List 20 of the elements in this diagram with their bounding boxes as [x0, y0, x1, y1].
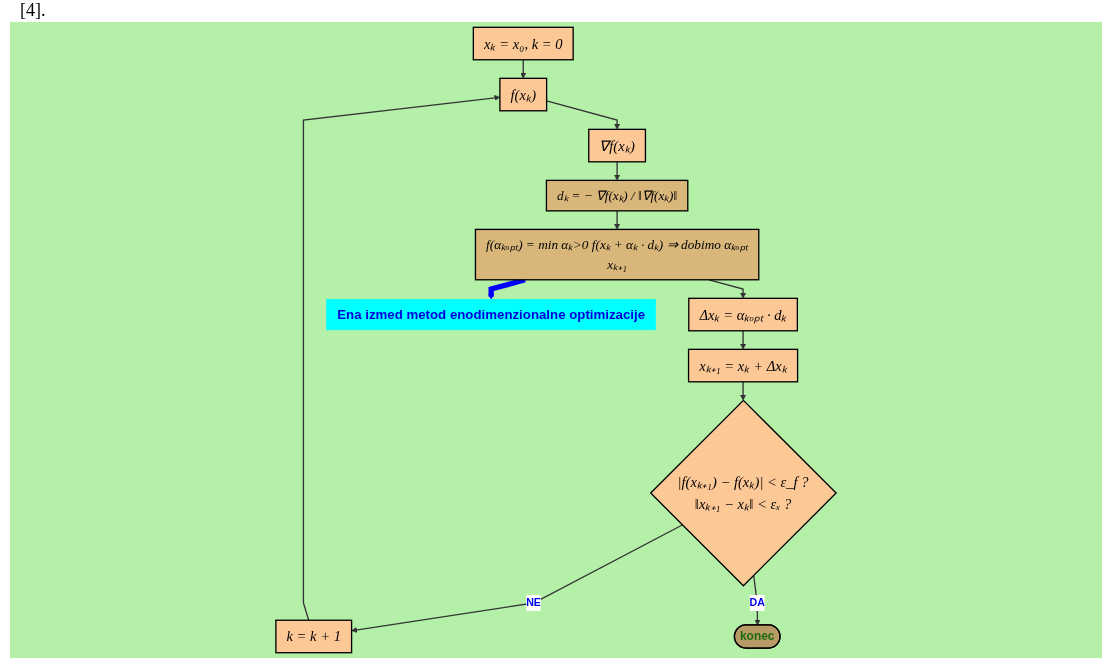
node-box: dₖ = − ∇f(xₖ) / ‖∇f(xₖ)‖	[545, 179, 689, 212]
node-box: k = k + 1	[275, 619, 353, 654]
arrow	[740, 381, 746, 401]
reference-note: [4].	[20, 0, 46, 21]
node-box: ∇f(xₖ)	[588, 128, 647, 163]
node-diamond: |f(xₖ₊₁) − f(xₖ)| < ε_f ? ‖xₖ₊₁ − xₖ‖ < εₓ ?	[649, 399, 838, 587]
edge-label: NE	[526, 597, 541, 609]
arrow	[614, 210, 620, 230]
node-box: xₖ₊₁ = xₖ + Δxₖ	[687, 348, 799, 383]
node-box: Δxₖ = αₖₒₚₜ · dₖ	[688, 297, 799, 332]
arrow	[740, 330, 746, 350]
node-box: xₖ = x₀, k = 0	[472, 26, 574, 61]
edge-label: DA	[749, 597, 765, 609]
node-box: f(xₖ)	[499, 77, 548, 112]
arrow	[351, 524, 683, 633]
arrow	[520, 59, 527, 79]
node-box: f(αₖₒₚₜ) = min αₖ>0 f(xₖ + αₖ · dₖ) ⇒ dobimo αₖₒₚₜ xₖ₊₁	[474, 228, 760, 281]
arrow	[614, 161, 620, 181]
arrow	[708, 279, 746, 299]
node-box: Ena izmed metod enodimenzionalne optimizacije	[326, 299, 656, 331]
